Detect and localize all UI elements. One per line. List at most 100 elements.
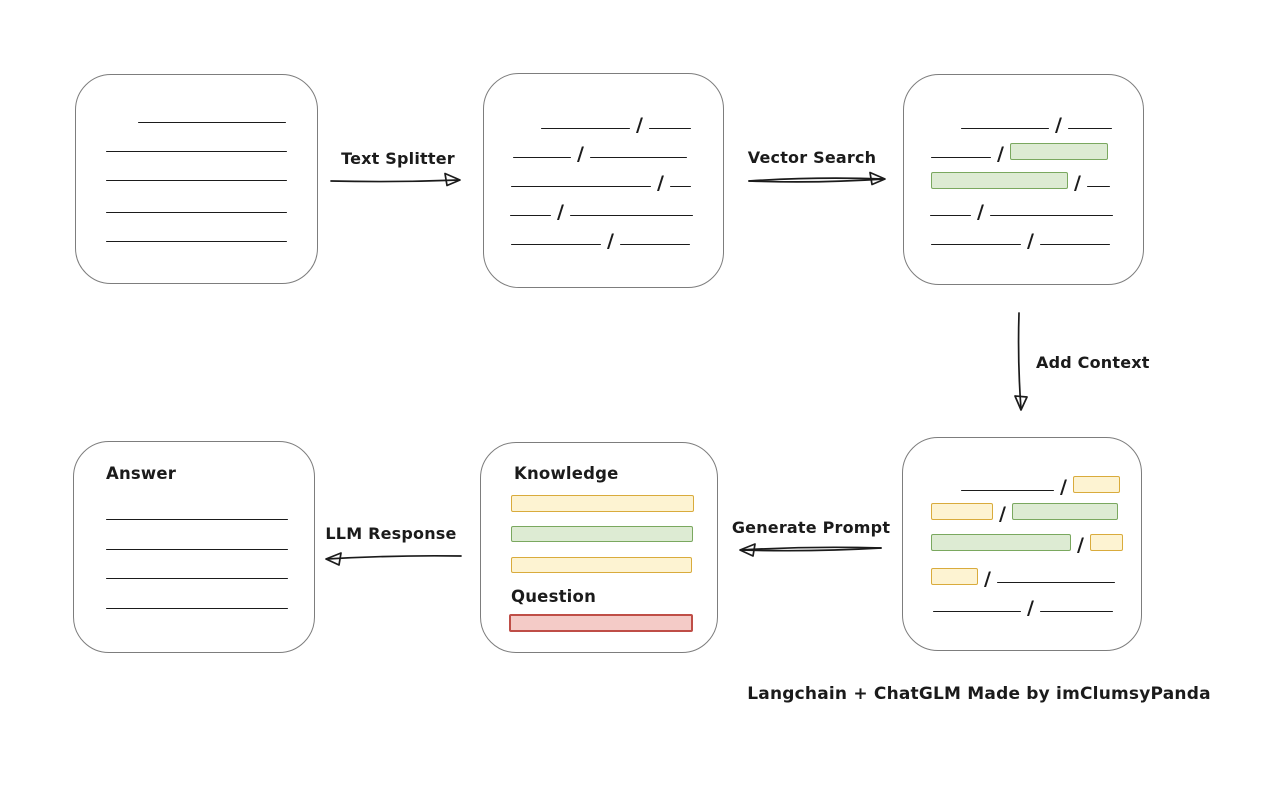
text-line <box>1039 244 1110 245</box>
diagram-caption: Langchain + ChatGLM Made by imClumsyPand… <box>747 684 1211 704</box>
slash-separator: / <box>607 230 614 252</box>
highlight-yellow-chunk <box>1089 534 1123 551</box>
chunk-row: / <box>931 531 1123 556</box>
yellow-bar <box>511 557 692 573</box>
text-line <box>106 180 287 181</box>
highlight-green-chunk <box>1009 143 1108 160</box>
text-line <box>930 215 971 216</box>
document-box <box>75 74 318 284</box>
text-line <box>106 519 288 520</box>
text-line <box>931 244 1021 245</box>
text-line <box>961 490 1054 491</box>
generate-prompt-arrow-line <box>740 546 882 551</box>
slash-separator: / <box>577 143 584 165</box>
chunk-row: / <box>961 111 1112 136</box>
text-line <box>541 128 630 129</box>
text-line <box>106 549 288 550</box>
split-chunks-box: / / / / / <box>483 73 724 288</box>
chunk-row: / <box>931 140 1108 165</box>
context-box: / / / / / <box>902 437 1142 651</box>
llm-response-arrowhead <box>325 552 342 566</box>
text-line <box>106 241 287 242</box>
generate-prompt-arrowhead <box>739 543 756 557</box>
text-line <box>961 128 1049 129</box>
yellow-bar <box>511 495 694 512</box>
slash-separator: / <box>657 172 664 194</box>
chunk-row: / <box>541 111 691 136</box>
text-splitter-label: Text Splitter <box>341 149 455 168</box>
text-line <box>931 157 991 158</box>
text-line <box>106 151 287 152</box>
chunk-row: / <box>930 198 1113 223</box>
question-label: Question <box>511 587 597 606</box>
slash-separator: / <box>636 114 643 136</box>
slash-separator: / <box>977 201 984 223</box>
text-line <box>106 578 288 579</box>
llm-response-label: LLM Response <box>325 524 457 543</box>
llm-response-arrow-line <box>326 554 462 560</box>
slash-separator: / <box>1027 597 1034 619</box>
text-line <box>510 215 551 216</box>
highlight-green-chunk <box>1011 503 1118 520</box>
text-line <box>669 186 691 187</box>
add-context-arrow-line <box>1017 312 1022 410</box>
text-line <box>511 244 601 245</box>
text-line <box>513 157 571 158</box>
text-line <box>619 244 690 245</box>
text-line <box>933 611 1021 612</box>
slash-separator: / <box>1077 534 1084 556</box>
green-bar <box>511 526 693 542</box>
highlight-yellow-chunk <box>931 503 993 520</box>
slash-separator: / <box>997 143 1004 165</box>
chunk-row: / <box>931 500 1118 525</box>
text-line <box>138 122 286 123</box>
prompt-box: Knowledge Question <box>480 442 718 653</box>
slash-separator: / <box>984 568 991 590</box>
vector-search-arrow-line <box>748 177 885 182</box>
highlight-yellow-chunk <box>931 568 978 585</box>
text-line <box>511 186 651 187</box>
chunk-row: / <box>511 227 690 252</box>
slash-separator: / <box>557 201 564 223</box>
text-line <box>589 157 687 158</box>
generate-prompt-arrow-line <box>740 547 882 552</box>
text-line <box>648 128 691 129</box>
text-splitter-arrow-line <box>330 179 460 183</box>
knowledge-label: Knowledge <box>514 464 619 483</box>
highlight-yellow-chunk <box>1072 476 1120 493</box>
text-line <box>569 215 693 216</box>
add-context-arrowhead <box>1014 395 1028 411</box>
vector-search-arrow-line <box>748 178 885 183</box>
slash-separator: / <box>1055 114 1062 136</box>
text-line <box>1086 186 1110 187</box>
vector-matched-box: / / / / / <box>903 74 1144 285</box>
vector-search-arrowhead <box>869 171 886 186</box>
text-line <box>106 212 287 213</box>
highlight-green-chunk <box>931 172 1068 189</box>
chunk-row: / <box>961 473 1120 498</box>
slash-separator: / <box>999 503 1006 525</box>
text-line <box>996 582 1115 583</box>
chunk-row: / <box>933 594 1113 619</box>
slash-separator: / <box>1060 476 1067 498</box>
text-line <box>1067 128 1112 129</box>
slash-separator: / <box>1074 172 1081 194</box>
red-bar <box>509 614 693 632</box>
chunk-row: / <box>510 198 693 223</box>
chunk-row: / <box>931 565 1115 590</box>
chunk-row: / <box>931 227 1110 252</box>
text-line <box>106 608 288 609</box>
vector-search-label: Vector Search <box>747 148 877 167</box>
text-splitter-arrowhead <box>444 172 461 187</box>
text-line <box>989 215 1113 216</box>
answer-box: Answer <box>73 441 315 653</box>
slash-separator: / <box>1027 230 1034 252</box>
chunk-row: / <box>931 169 1110 194</box>
add-context-label: Add Context <box>1036 353 1150 372</box>
chunk-row: / <box>513 140 687 165</box>
chunk-row: / <box>511 169 691 194</box>
text-line <box>1039 611 1113 612</box>
highlight-green-chunk <box>931 534 1071 551</box>
answer-label: Answer <box>106 464 177 483</box>
